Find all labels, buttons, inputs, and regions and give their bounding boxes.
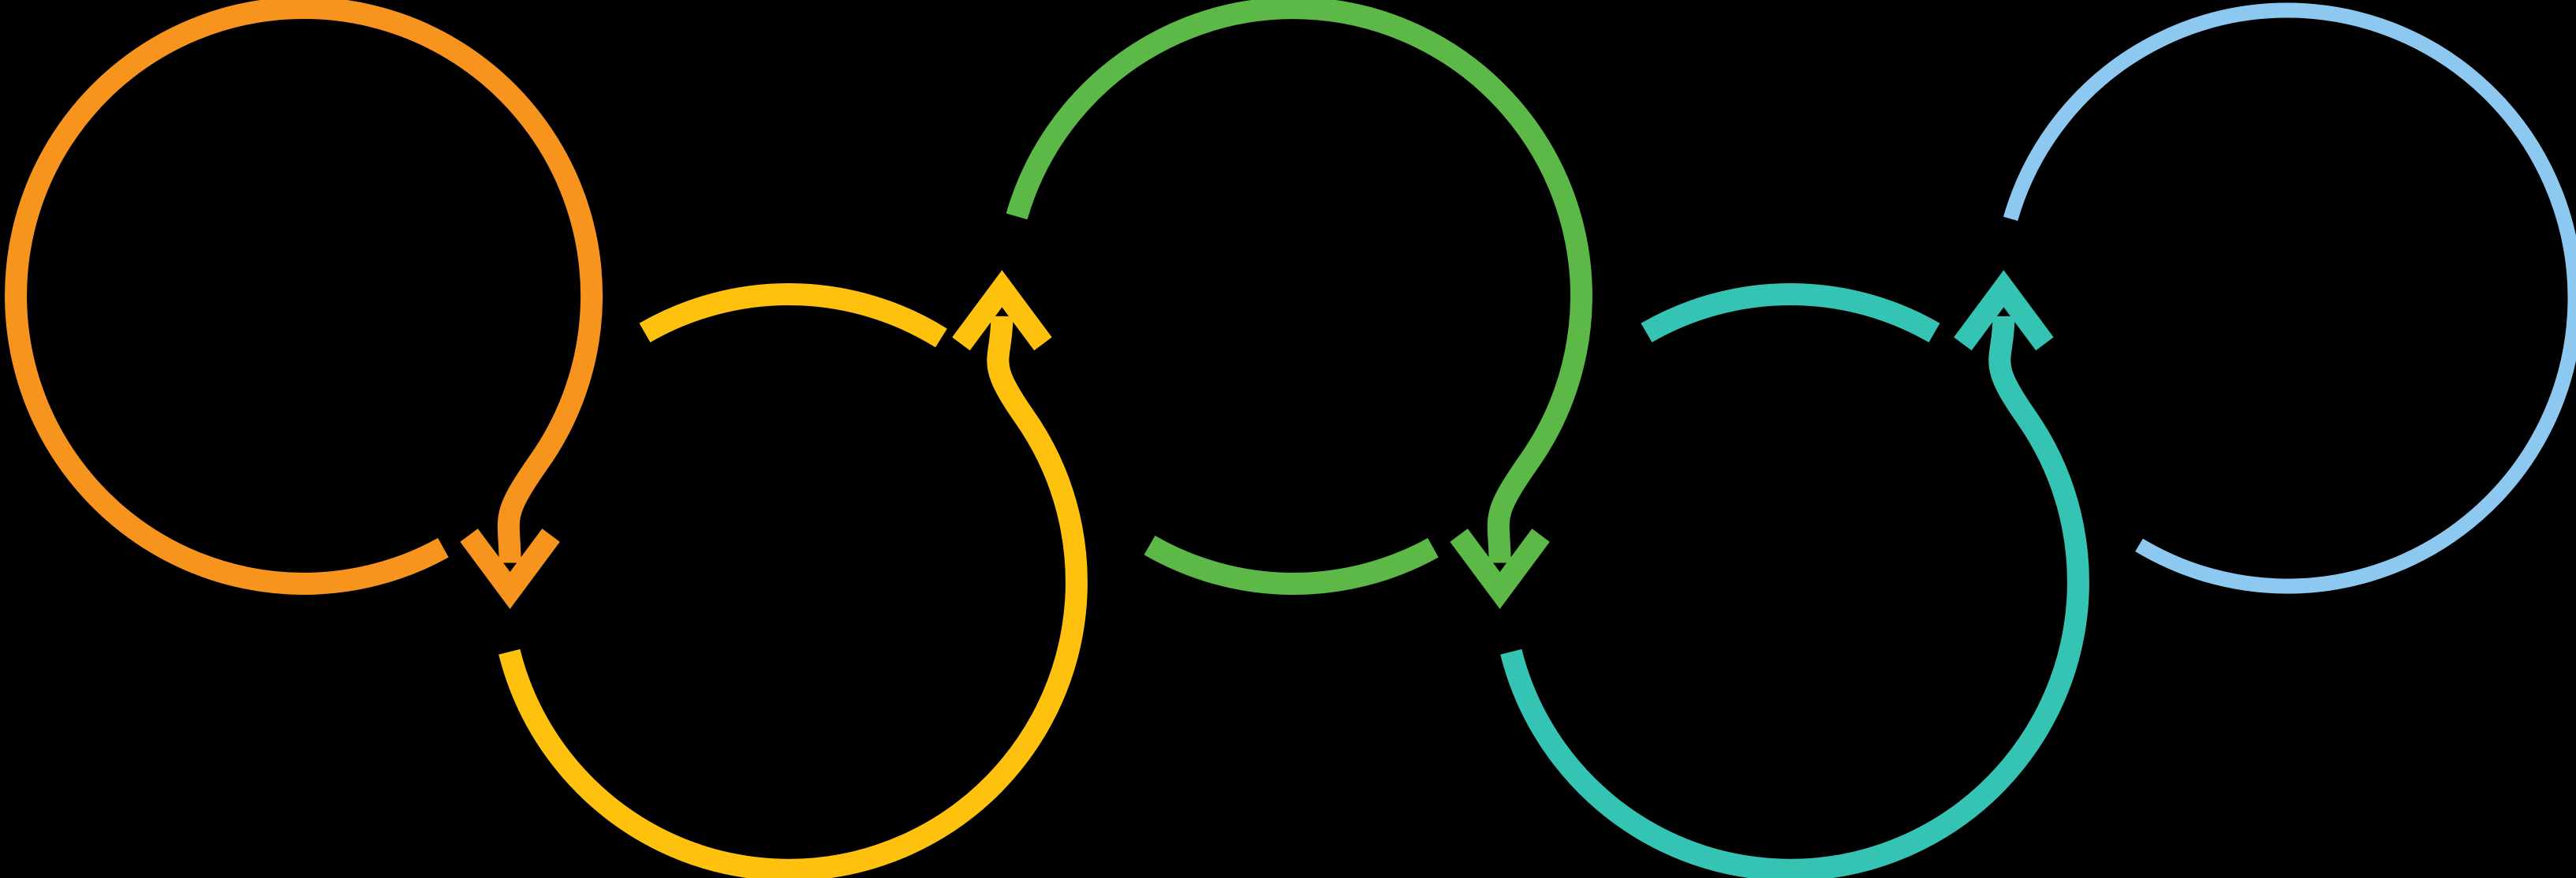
step-2-arc: [498, 316, 1088, 878]
step-2-arrow: [952, 270, 1052, 351]
step-2-ring: [498, 270, 1088, 878]
step-4-ring: [1500, 270, 2089, 878]
step-2-entry-arc: [639, 283, 947, 348]
step-3-entry-arc: [1144, 535, 1439, 595]
step-3-ring: [1006, 0, 1592, 609]
step-1-arc: [5, 0, 603, 595]
step-5-arc: [2003, 2, 2576, 594]
step-1-ring: [5, 0, 603, 609]
step-3-arc: [1006, 0, 1592, 563]
step-4-entry-arc: [1641, 283, 1940, 343]
step-1-arrow: [460, 529, 560, 609]
step-5-ring: [2003, 2, 2576, 594]
step-3-arrow: [1450, 529, 1550, 609]
step-4-arc: [1500, 316, 2089, 878]
step-4-arrow: [1954, 270, 2054, 351]
